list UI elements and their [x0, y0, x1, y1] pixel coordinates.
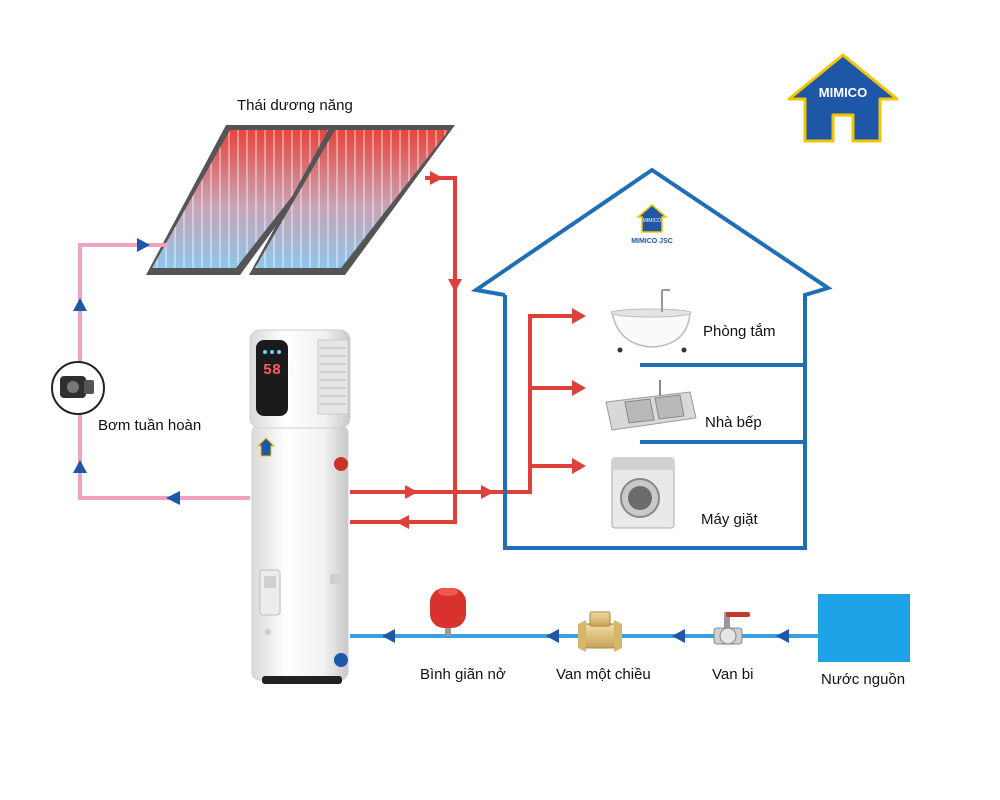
flow-arrow-hot: [572, 308, 586, 324]
label-washer: Máy giặt: [701, 511, 758, 528]
circulation-pump-icon: [51, 361, 105, 415]
solar-panel-right: [249, 125, 455, 275]
logo-text: MIMICO: [819, 85, 867, 100]
bathtub-icon: [610, 289, 692, 353]
expansion-tank-icon: [430, 588, 466, 636]
label-bathroom: Phòng tắm: [703, 323, 776, 340]
flow-arrow-hot: [405, 485, 418, 499]
flow-arrow-hot: [481, 485, 494, 499]
flow-arrow-hot: [448, 279, 462, 292]
flow-arrow-cold: [776, 629, 789, 643]
flow-arrow-hot: [396, 515, 409, 529]
small-house-logo: MIMICO MIMICO JSC: [631, 204, 673, 245]
mimico-logo: MIMICO: [787, 53, 899, 143]
flow-arrow-return: [137, 238, 150, 252]
solar-panel-left: [146, 125, 350, 275]
flow-arrow-return: [73, 460, 87, 473]
flow-arrow-return: [73, 298, 87, 311]
water-source-block: [818, 594, 910, 662]
flow-arrow-cold: [672, 629, 685, 643]
hot-water-pipes: [350, 176, 578, 524]
label-water-source: Nước nguồn: [821, 671, 906, 688]
flow-arrow-return: [166, 491, 180, 505]
label-pump: Bơm tuần hoàn: [98, 417, 202, 434]
return-loop-pipe: [78, 243, 250, 500]
ball-valve-icon: [713, 612, 750, 645]
flow-arrow-cold: [382, 629, 395, 643]
flow-arrow-hot: [430, 171, 443, 185]
label-kitchen: Nhà bếp: [705, 414, 762, 431]
solar-panels: [146, 125, 455, 275]
kitchen-sink-icon: [605, 380, 697, 431]
flow-arrow-hot: [572, 380, 586, 396]
flow-arrow-cold: [546, 629, 559, 643]
flow-arrow-hot: [572, 458, 586, 474]
label-solar: Thái dương năng: [237, 97, 353, 114]
label-expansion-tank: Bình giãn nở: [420, 666, 506, 683]
label-ball-valve: Van bi: [712, 666, 754, 683]
heat-pump-tank-icon: 58: [249, 329, 351, 684]
tank-display-readout: 58: [263, 362, 281, 379]
small-logo-subtext: MIMICO JSC: [631, 238, 673, 245]
washing-machine-icon: [611, 457, 675, 529]
small-logo-text: MIMICO: [643, 218, 662, 224]
house-outline: [470, 167, 833, 550]
check-valve-icon: [578, 611, 622, 652]
label-check-valve: Van một chiều: [556, 666, 651, 683]
